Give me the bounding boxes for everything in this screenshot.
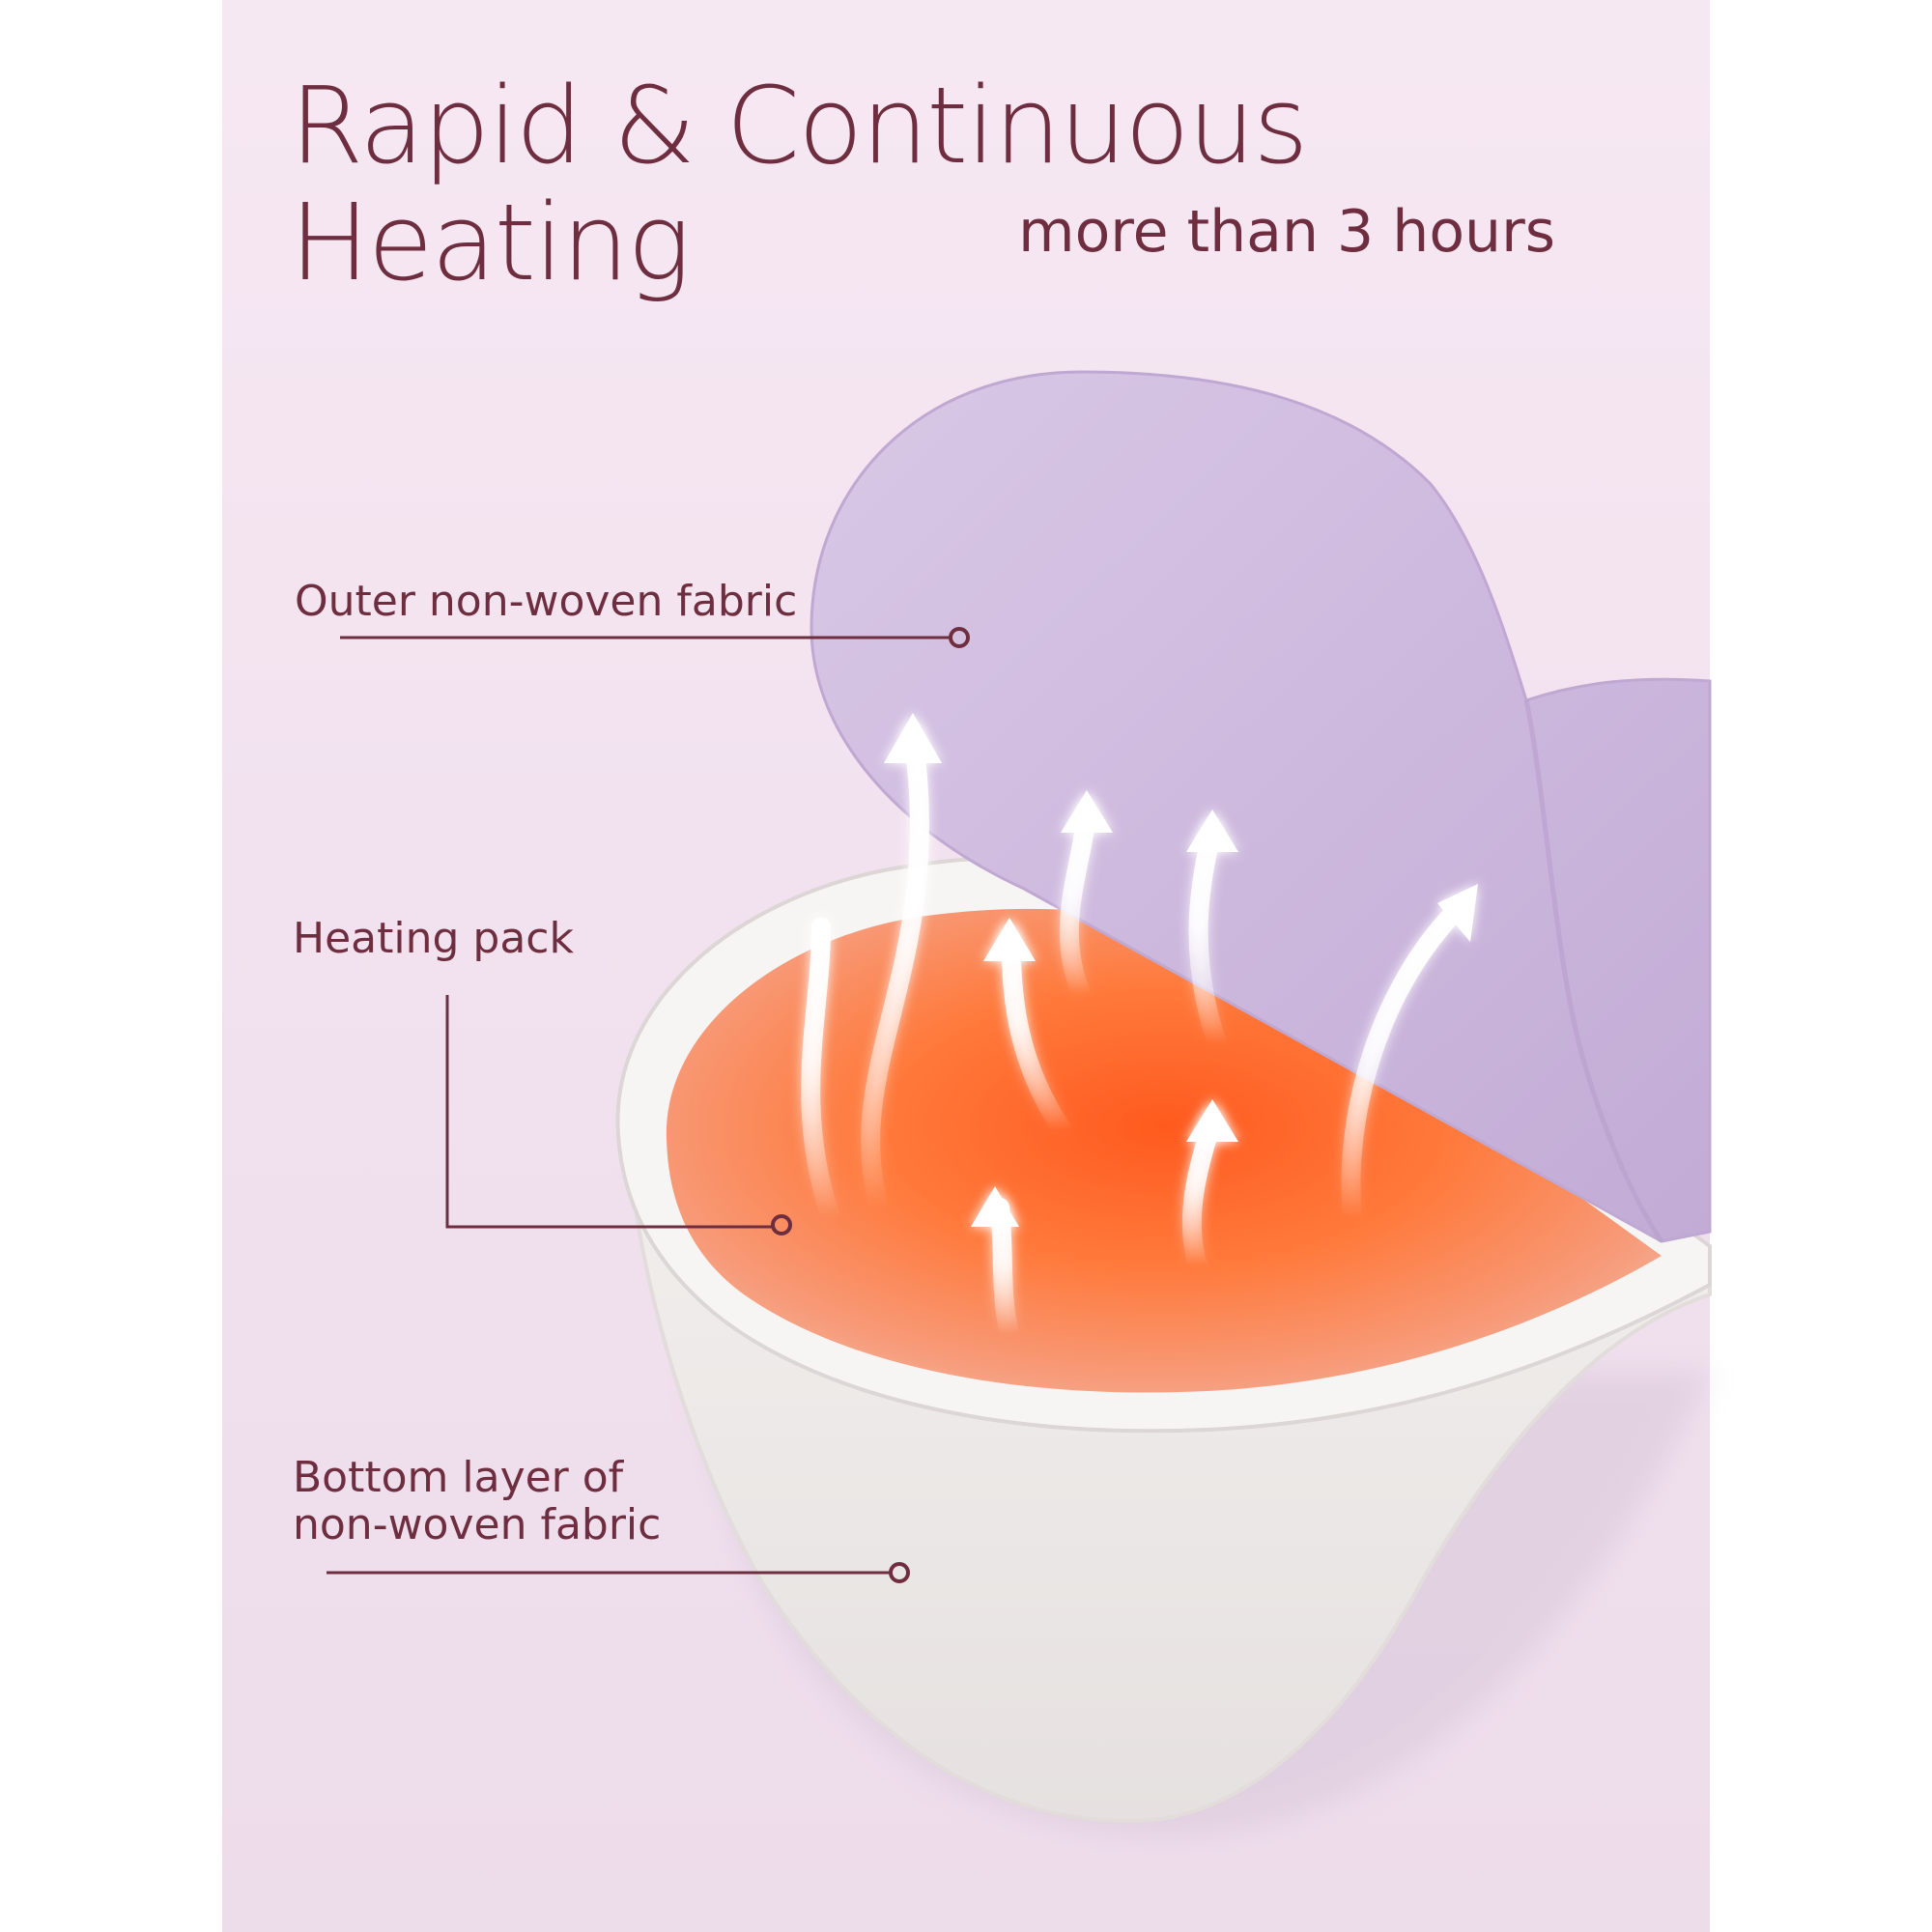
label-bottom-fabric: Bottom layer of non-woven fabric (293, 1453, 662, 1550)
page-subtitle: more than 3 hours (1018, 198, 1555, 266)
callout-bottom-dot (889, 1562, 910, 1583)
heat-arrowhead-7 (1437, 884, 1478, 942)
heat-arrowhead-4 (1186, 810, 1238, 852)
outer-fabric-layer (810, 370, 1712, 1243)
callout-outer-dot (949, 627, 970, 648)
page-title: Rapid & Continuous Heating (290, 64, 1309, 304)
heat-arrow-4 (1059, 802, 1096, 1005)
heat-arrow-2 (801, 918, 840, 1227)
heat-arrow-1 (861, 724, 929, 1217)
heat-arrowhead-2 (983, 918, 1036, 961)
callout-bottom (327, 1562, 910, 1583)
heat-arrow-5 (1188, 821, 1227, 1053)
label-heating-pack: Heating pack (293, 914, 574, 963)
callout-outer (340, 627, 970, 648)
outer-fabric-fold (1523, 699, 1664, 1243)
callout-heating-pack-dot (771, 1214, 792, 1236)
heat-arrowhead-1 (884, 713, 942, 763)
heat-arrow-8 (1341, 898, 1468, 1227)
heating-pack (666, 908, 1662, 1393)
callout-heating-pack (445, 995, 792, 1236)
heat-arrowhead-3 (1061, 790, 1113, 833)
heat-arrowheads (884, 713, 1478, 1227)
heat-arrowhead-6 (971, 1186, 1019, 1227)
heat-arrowhead-5 (1186, 1099, 1238, 1142)
label-outer-fabric: Outer non-woven fabric (295, 577, 798, 626)
